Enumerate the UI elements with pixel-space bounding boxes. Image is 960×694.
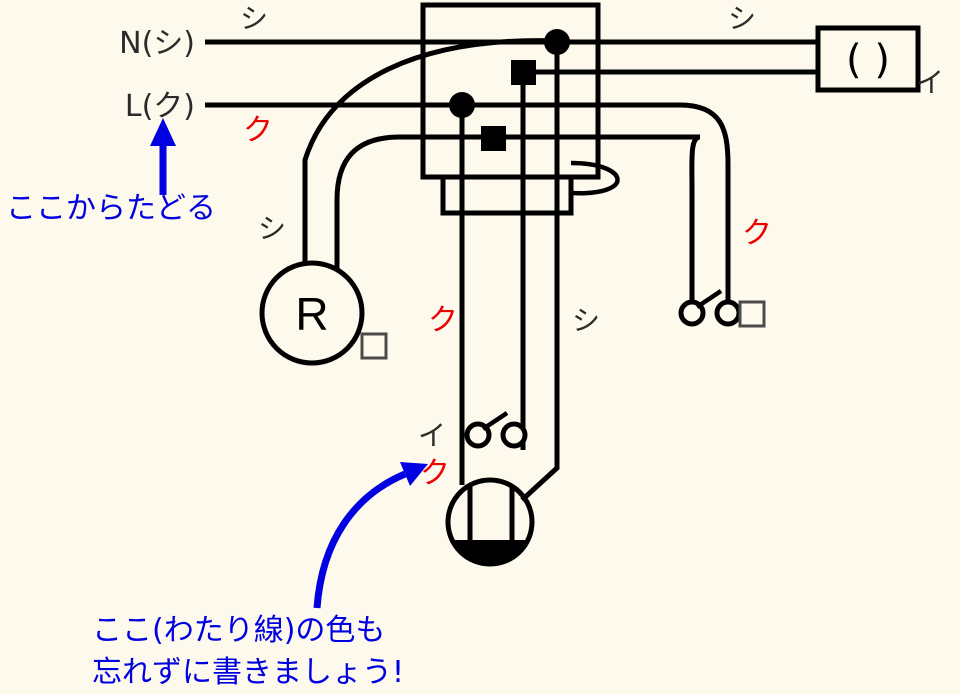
right-switch-contact-b[interactable] bbox=[714, 299, 742, 327]
right-switch-mark-box bbox=[738, 300, 766, 328]
wire-color-label-0: シ bbox=[240, 2, 268, 35]
live-terminal-label: L(ク) bbox=[125, 89, 195, 124]
note-start-text: ここからたどる bbox=[6, 191, 216, 226]
start-arrow-head bbox=[150, 118, 176, 146]
neutral-terminal-label: N(シ) bbox=[119, 26, 195, 61]
note-jumper-arrow bbox=[313, 462, 428, 609]
wire-color-label-1: シ bbox=[728, 2, 756, 35]
pilot-lamp-symbol: R bbox=[295, 288, 328, 340]
wire-color-label-4: ク bbox=[428, 303, 458, 338]
connection-dot-live bbox=[449, 92, 475, 118]
wire-color-label-7: ク bbox=[420, 456, 450, 491]
outlet-symbol: ( ) bbox=[846, 37, 890, 83]
outlet-device[interactable]: ( ) bbox=[815, 25, 921, 93]
box-internal-wiring bbox=[423, 29, 818, 460]
jumper-arrow-head bbox=[400, 462, 428, 486]
wire-color-label-5: シ bbox=[572, 304, 600, 337]
pilot-lamp-live-wire bbox=[334, 134, 423, 268]
junction-box-loop bbox=[570, 160, 620, 196]
ceiling-lamp-circle bbox=[445, 477, 535, 567]
wire-color-label-6: ク bbox=[742, 216, 772, 251]
wire-color-label-2: ク bbox=[243, 113, 273, 148]
junction-box-outline bbox=[420, 2, 601, 180]
left-switch-contact-b[interactable] bbox=[500, 421, 528, 449]
pilot-lamp-neutral-wire bbox=[302, 38, 561, 268]
right-switch-wire-outer bbox=[679, 102, 731, 313]
left-switch-blade[interactable] bbox=[481, 411, 509, 431]
note-jumper-line1: ここ(わたり線)の色も bbox=[92, 613, 385, 648]
note-jumper-line2: 忘れずに書きましょう! bbox=[92, 655, 404, 690]
ceiling-lamp-neutral-wire bbox=[520, 460, 560, 502]
device-marks: イ イ bbox=[360, 66, 944, 452]
terminal-square-lower bbox=[481, 126, 506, 151]
note-start-arrow bbox=[150, 118, 176, 195]
right-switch-blade[interactable] bbox=[695, 289, 723, 309]
pilot-lamp-wiring bbox=[302, 38, 561, 268]
jumper-arrow-shaft bbox=[313, 470, 407, 609]
terminal-square-upper bbox=[511, 60, 536, 85]
junction-box bbox=[420, 2, 620, 216]
ceiling-circuit-wiring bbox=[459, 411, 560, 502]
outlet-box[interactable] bbox=[815, 25, 921, 93]
left-switch-mark-label: イ bbox=[418, 419, 446, 452]
pilot-lamp: R bbox=[259, 260, 365, 366]
outlet-mark-label: イ bbox=[916, 66, 944, 99]
wire-color-label-3: シ bbox=[258, 212, 286, 245]
right-switch-wire-inner bbox=[689, 134, 701, 313]
pilot-lamp-circle bbox=[259, 260, 365, 366]
pilot-lamp-mark-box bbox=[360, 332, 388, 360]
